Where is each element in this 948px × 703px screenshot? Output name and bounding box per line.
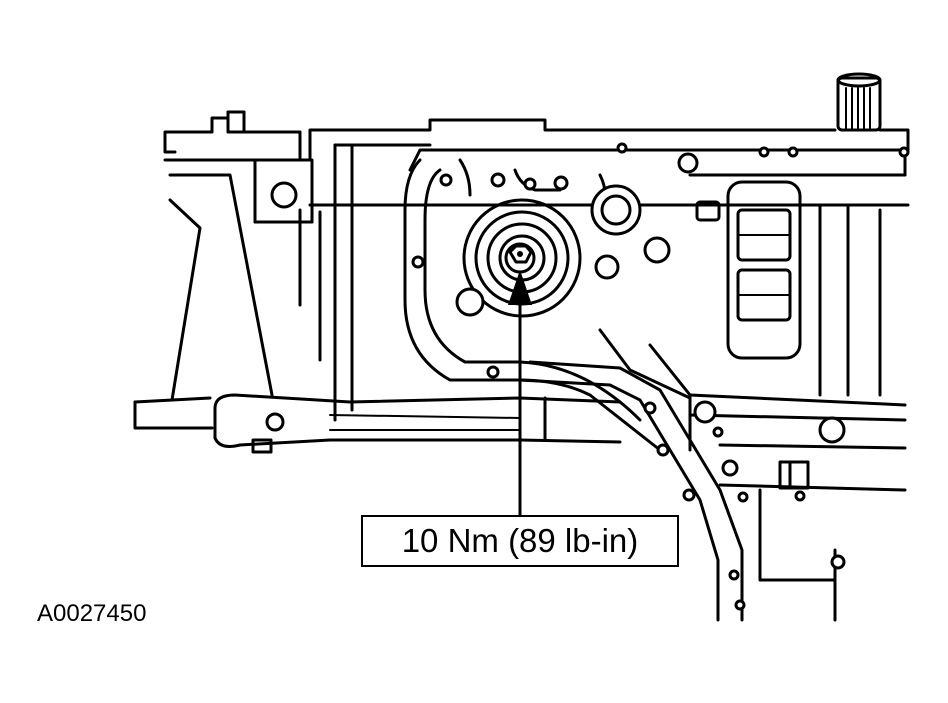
transmission-case-outline: [308, 118, 910, 422]
right-side-fittings: [778, 460, 846, 570]
figure-id-label: A0027450: [37, 600, 147, 627]
center-bolt: [504, 242, 536, 274]
separator-plate: [403, 158, 907, 622]
lower-cross-arm: [213, 393, 622, 454]
callout-leader-arrow: [508, 270, 532, 515]
torque-spec-callout: 10 Nm (89 lb-in): [361, 515, 679, 567]
plate-holes: [411, 142, 910, 611]
output-shaft-spline: [836, 72, 882, 132]
valve-body-cavity: [695, 180, 802, 360]
torque-spec-label: 10 Nm (89 lb-in): [401, 522, 639, 559]
left-mounting-bracket: [133, 110, 322, 430]
